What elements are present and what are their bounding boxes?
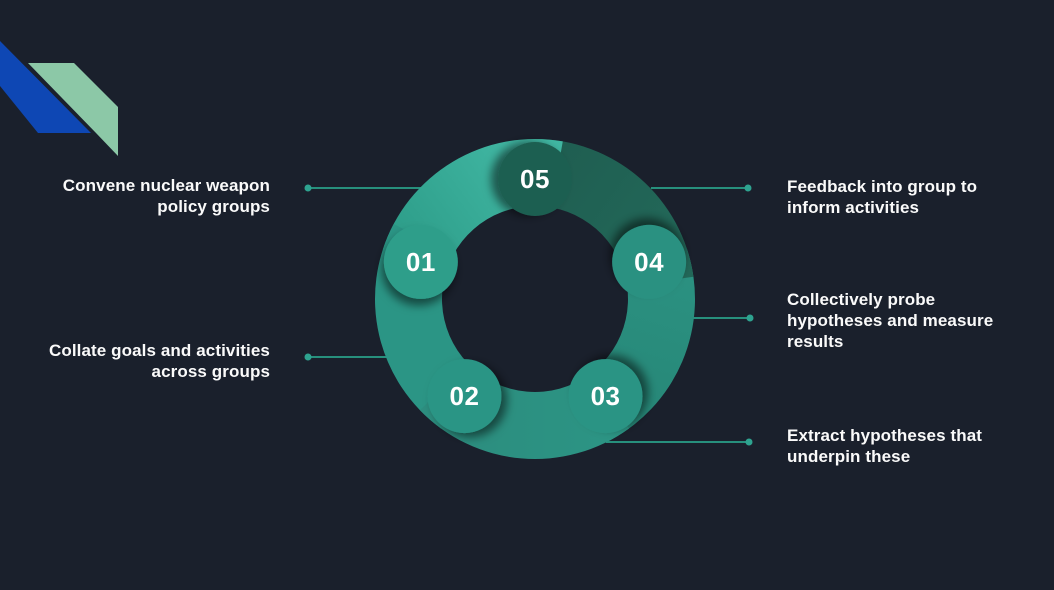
connector-dot-04 bbox=[746, 314, 754, 322]
step-number-01: 01 bbox=[406, 247, 436, 277]
step-bubble-05 bbox=[498, 142, 572, 216]
decoration-green-ribbon bbox=[28, 63, 118, 156]
step-bubble-03 bbox=[568, 359, 643, 434]
step-bubble-04 bbox=[612, 224, 687, 299]
connector-dot-03 bbox=[745, 438, 753, 446]
step-number-05: 05 bbox=[520, 164, 550, 194]
step-label-02: Collate goals and activities across grou… bbox=[48, 341, 270, 381]
step-number-03: 03 bbox=[591, 381, 621, 411]
connector-dot-02 bbox=[304, 353, 312, 361]
step-label-05: Feedback into group to inform activities bbox=[787, 177, 978, 217]
step-bubble-01 bbox=[383, 224, 458, 299]
step-label-01: Convene nuclear weapon policy groups bbox=[62, 176, 270, 216]
step-label-03: Extract hypotheses that underpin these bbox=[787, 426, 983, 466]
step-number-04: 04 bbox=[634, 247, 664, 277]
connector-dot-01 bbox=[304, 184, 312, 192]
decoration-blue-ribbon bbox=[0, 41, 91, 133]
step-number-02: 02 bbox=[450, 381, 480, 411]
step-bubble-02 bbox=[427, 359, 502, 434]
step-label-04: Collectively probe hypotheses and measur… bbox=[787, 290, 994, 351]
connector-dot-05 bbox=[744, 184, 752, 192]
